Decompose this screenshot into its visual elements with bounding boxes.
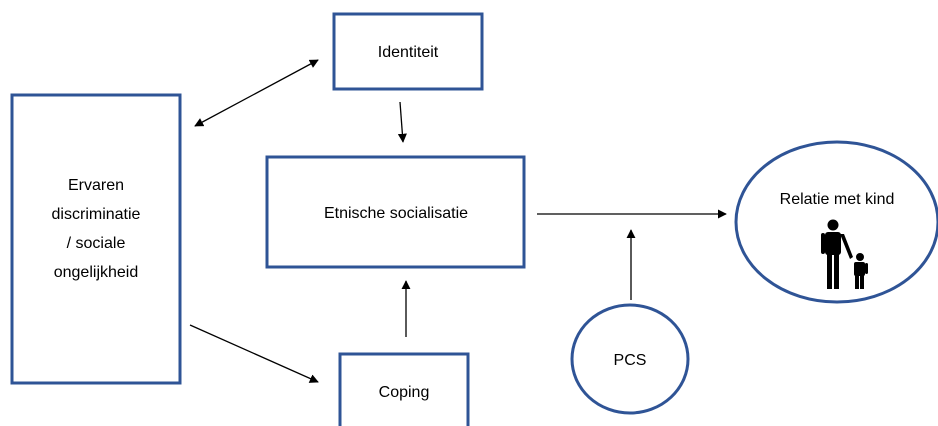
coping-label: Coping [379,384,430,401]
identity-label: Identiteit [378,44,439,61]
node-discrimination: Ervaren discriminatie / sociale ongelijk… [10,93,182,385]
pcs-ellipse [570,303,690,415]
ethnic-socialization-label: Etnische socialisatie [324,205,468,222]
node-ethnic-socialization: Etnische socialisatie [265,155,526,269]
identity-box [332,12,484,91]
node-identity: Identiteit [332,12,484,91]
arrow-discrimination-identity [194,59,319,127]
discrimination-line-2: discriminatie [52,206,141,223]
node-pcs: PCS [570,303,690,415]
discrimination-line-3: / sociale [67,235,126,252]
relation-label: Relatie met kind [780,191,895,208]
pcs-label: PCS [614,352,647,369]
ethnic-socialization-box [265,155,526,269]
discrimination-line-4: ongelijkheid [54,264,139,281]
parent-child-icon [821,219,868,289]
arrow-discrimination-coping [189,324,319,383]
coping-box [338,352,470,426]
discrimination-box [10,93,182,385]
node-coping: Coping [338,352,470,426]
node-relation: Relatie met kind [734,140,938,304]
arrow-identity-socialization [397,101,407,143]
discrimination-line-1: Ervaren [68,177,124,194]
